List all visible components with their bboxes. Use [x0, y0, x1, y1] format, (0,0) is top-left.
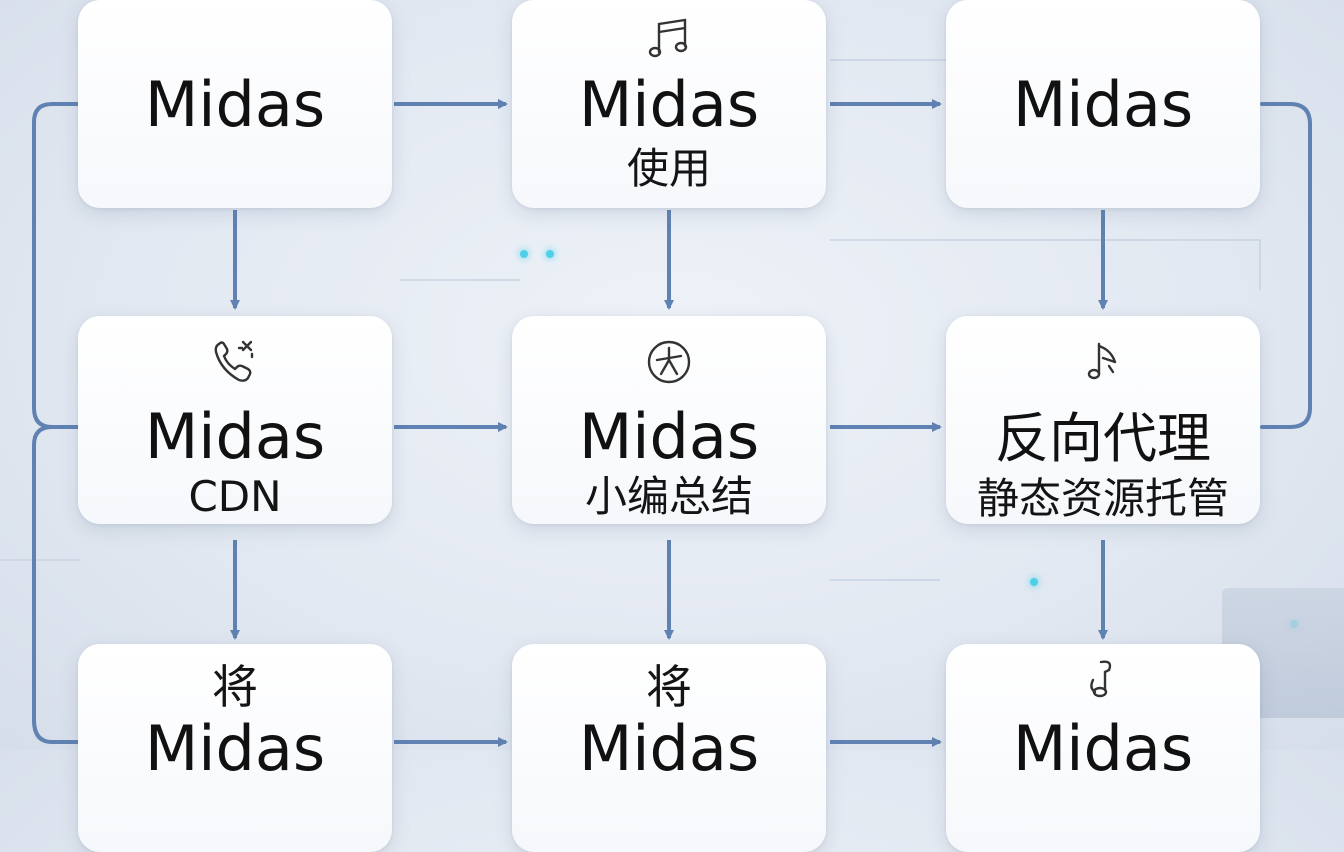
glow-dot	[1030, 578, 1038, 586]
card-r2c1[interactable]: Midas CDN	[78, 316, 392, 524]
music-hook-icon	[946, 656, 1260, 706]
card-r3c1[interactable]: 将 Midas	[78, 644, 392, 852]
card-title: Midas	[144, 400, 326, 473]
card-title: Midas	[144, 68, 326, 141]
circle-figure-icon	[512, 336, 826, 386]
card-title: 反向代理	[995, 407, 1211, 470]
card-r3c3[interactable]: Midas	[946, 644, 1260, 852]
card-subtitle: 使用	[626, 144, 711, 193]
music-note-icon	[512, 12, 826, 62]
card-title: Midas	[578, 712, 760, 785]
card-r2c2[interactable]: Midas 小编总结	[512, 316, 826, 524]
card-subtitle: 静态资源托管	[976, 474, 1229, 523]
card-title: Midas	[578, 400, 760, 473]
card-subtitle: CDN	[188, 472, 282, 521]
card-title: Midas	[1012, 712, 1194, 785]
card-title: Midas	[1012, 68, 1194, 141]
loop-left-upper	[32, 102, 80, 429]
glow-dot	[520, 250, 528, 258]
card-prefix: 将	[212, 660, 258, 714]
loop-right	[1260, 102, 1312, 429]
card-r1c2[interactable]: Midas 使用	[512, 0, 826, 208]
card-r1c1[interactable]: Midas	[78, 0, 392, 208]
card-r2c3[interactable]: 反向代理 静态资源托管	[946, 316, 1260, 524]
card-title: Midas	[578, 68, 760, 141]
card-prefix: 将	[646, 660, 692, 714]
card-r1c3[interactable]: Midas	[946, 0, 1260, 208]
phone-icon	[78, 336, 392, 386]
connector-layer	[0, 59, 1312, 747]
card-title: Midas	[144, 712, 326, 785]
loop-left-lower	[32, 425, 80, 744]
card-subtitle: 小编总结	[584, 472, 753, 521]
card-r3c2[interactable]: 将 Midas	[512, 644, 826, 852]
music-flag-icon	[946, 336, 1260, 386]
glow-dot	[546, 250, 554, 258]
